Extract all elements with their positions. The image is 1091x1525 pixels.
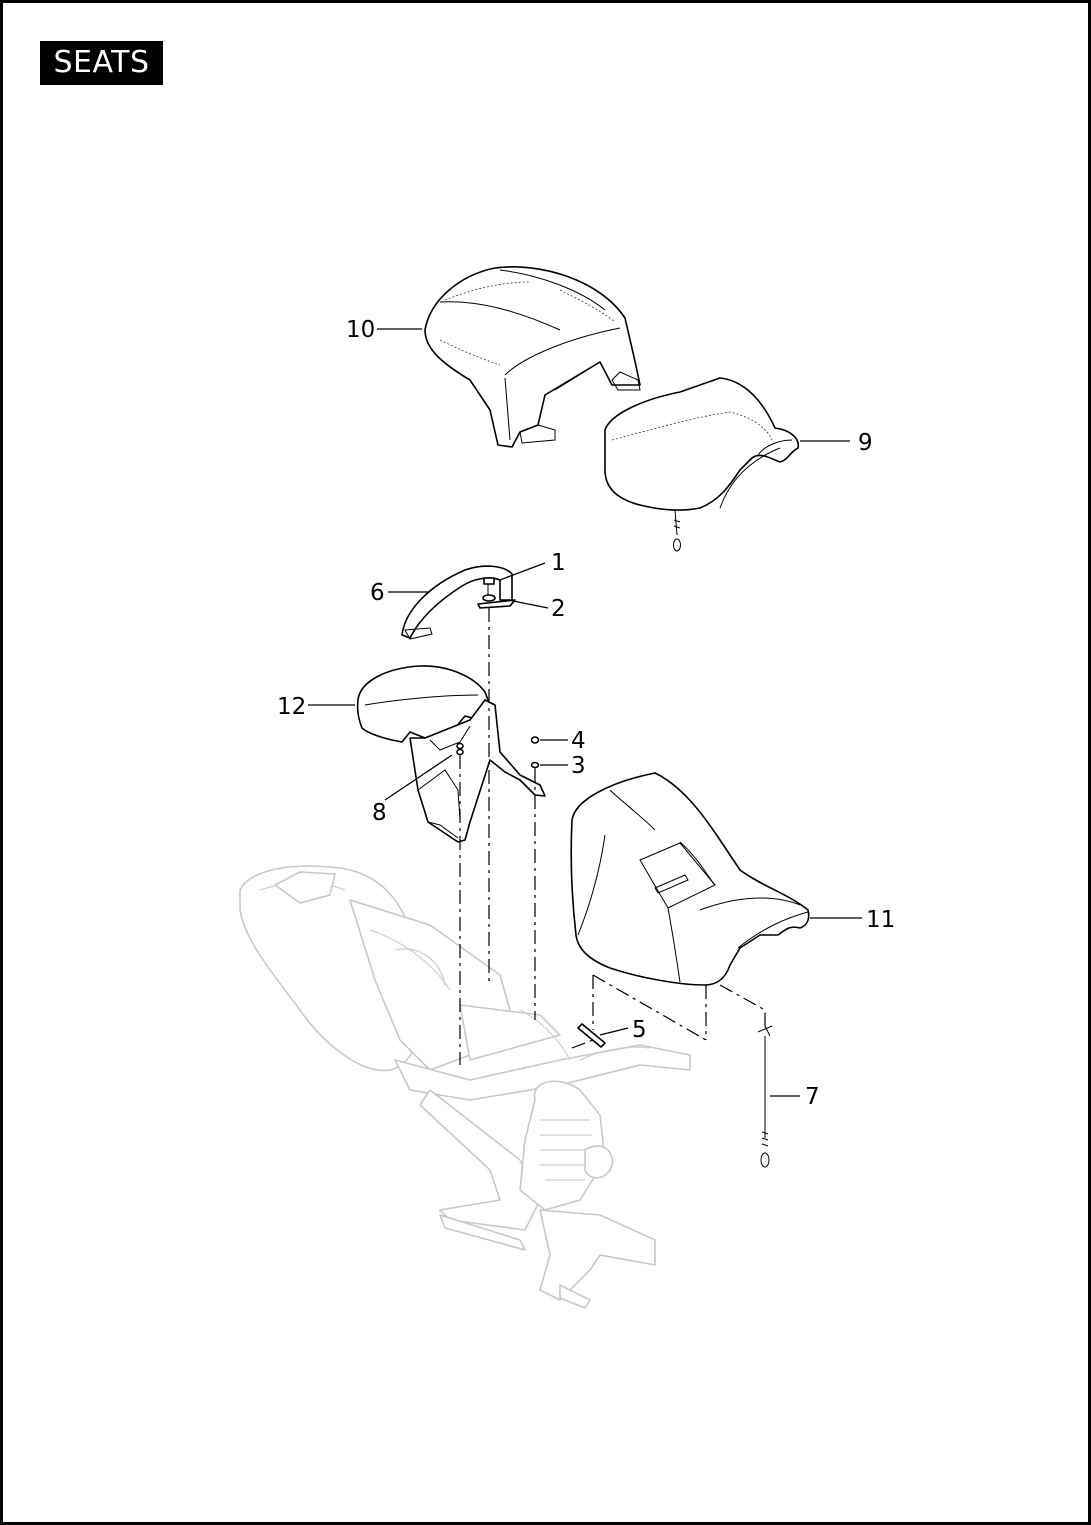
part-9-solo-seat [604,377,800,552]
part-12-passenger-seat [356,665,546,843]
part-1-screw [483,577,495,596]
ghost-frame-fender [239,865,691,1309]
callout-5: 5 [632,1017,647,1043]
callout-9: 9 [858,430,873,456]
callout-12: 12 [277,694,306,720]
callout-10: 10 [346,317,375,343]
callout-3: 3 [571,753,586,779]
part-3-washer [530,761,540,769]
part-5-pin [577,1023,606,1048]
callout-4: 4 [571,728,586,754]
callout-8: 8 [372,800,387,826]
part-7-tether-cable [757,1025,773,1168]
assembly-lines [459,608,766,1065]
callout-7: 7 [805,1084,820,1110]
page-title: SEATS [40,41,163,85]
callout-1: 1 [551,550,566,576]
callout-6: 6 [370,580,385,606]
callout-2: 2 [551,596,566,622]
part-11-rider-seat [570,772,810,986]
part-6-strap-bracket [401,565,513,640]
part-4-nut [530,736,540,744]
callout-11: 11 [866,907,895,933]
part-2-washer [477,594,516,609]
callout-leaders [308,328,862,1097]
part-10-pillion-seat [424,266,641,448]
part-8-stud [456,742,464,756]
